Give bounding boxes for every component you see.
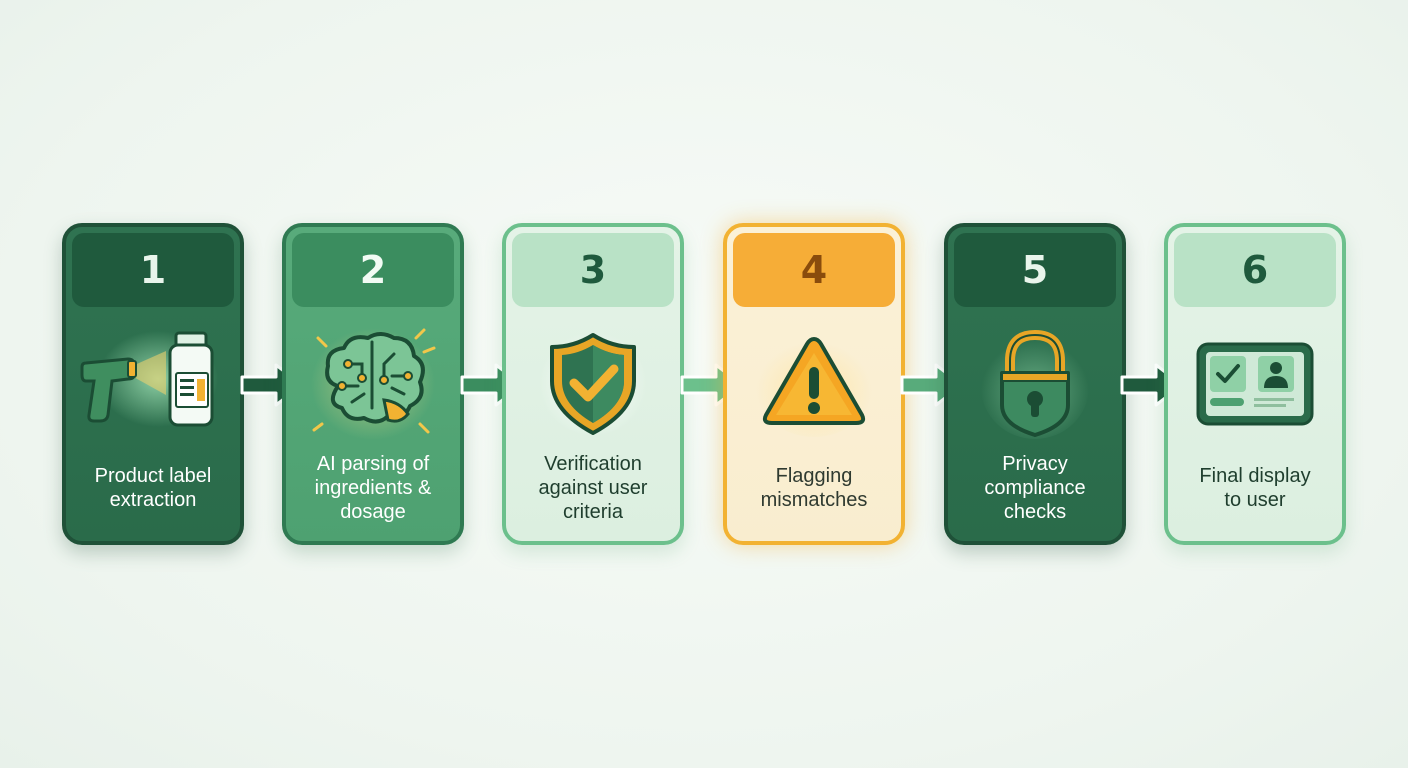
step-number-4: 4 (733, 233, 895, 307)
step-label-5: Privacy compliance checks (984, 453, 1086, 523)
shield-check-icon (506, 315, 680, 453)
tablet-display-icon (1168, 315, 1342, 453)
step-label-2: AI parsing of ingredients & dosage (314, 453, 432, 523)
warning-triangle-icon (727, 315, 901, 453)
step-label-6: Final display to user (1199, 465, 1311, 511)
step-number-2: 2 (292, 233, 454, 307)
step-number-6: 6 (1174, 233, 1336, 307)
barcode-scanner-bottle-icon (66, 315, 240, 453)
step-card-1: 1 (62, 223, 244, 545)
step-card-5: 5 Privacy complianc (944, 223, 1126, 545)
step-card-6: 6 Final display to user (1164, 223, 1346, 545)
step-card-4: 4 Flagging mismatches (723, 223, 905, 545)
step-label-3: Verification against user criteria (538, 453, 648, 523)
step-card-3: 3 Verification against user c (502, 223, 684, 545)
step-number-1: 1 (72, 233, 234, 307)
step-number-5: 5 (954, 233, 1116, 307)
step-label-1: Product label extraction (94, 465, 212, 511)
step-number-3: 3 (512, 233, 674, 307)
step-card-2: 2 (282, 223, 464, 545)
padlock-icon (948, 315, 1122, 453)
brain-circuit-icon (286, 315, 460, 453)
step-label-4: Flagging mismatches (760, 465, 868, 511)
